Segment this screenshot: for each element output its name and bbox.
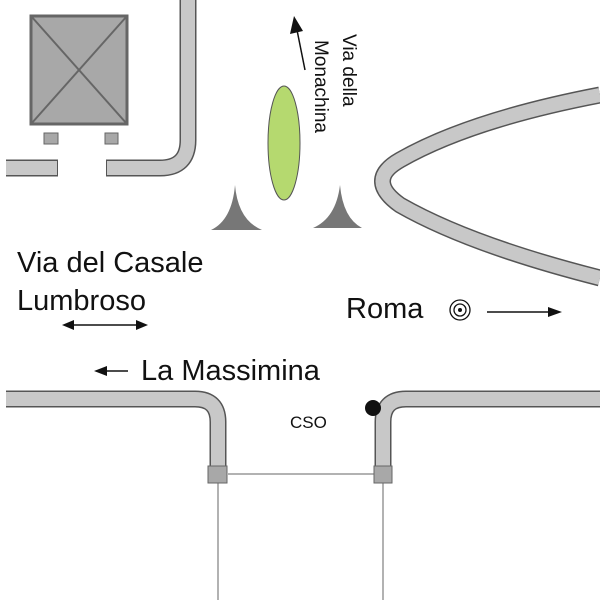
traffic-divider-right <box>313 185 362 228</box>
driveway-right <box>106 0 197 177</box>
target-icon <box>449 299 471 321</box>
label-via-della: Via della <box>338 34 359 107</box>
traffic-island <box>267 85 301 201</box>
curved-road <box>374 86 600 287</box>
cso-point-icon <box>365 400 381 416</box>
road-bottom-left <box>6 390 227 470</box>
label-lumbroso: Lumbroso <box>17 285 146 317</box>
junction-box-right <box>373 465 393 484</box>
label-via-del-casale: Via del Casale <box>17 247 203 279</box>
arrow-east-icon <box>487 307 562 317</box>
road-bottom-right <box>374 390 600 470</box>
label-la-massimina: La Massimina <box>141 355 321 387</box>
double-arrow-icon <box>62 320 148 330</box>
building <box>29 14 129 126</box>
manhole-right <box>104 132 119 145</box>
label-cso: CSO <box>290 413 327 432</box>
arrow-north-icon <box>290 16 306 71</box>
label-monachina: Monachina <box>310 40 331 133</box>
junction-box-left <box>207 465 228 484</box>
label-roma: Roma <box>346 293 424 325</box>
manhole-left <box>43 132 59 145</box>
arrow-west-icon <box>94 366 128 376</box>
traffic-divider-left <box>211 185 262 230</box>
